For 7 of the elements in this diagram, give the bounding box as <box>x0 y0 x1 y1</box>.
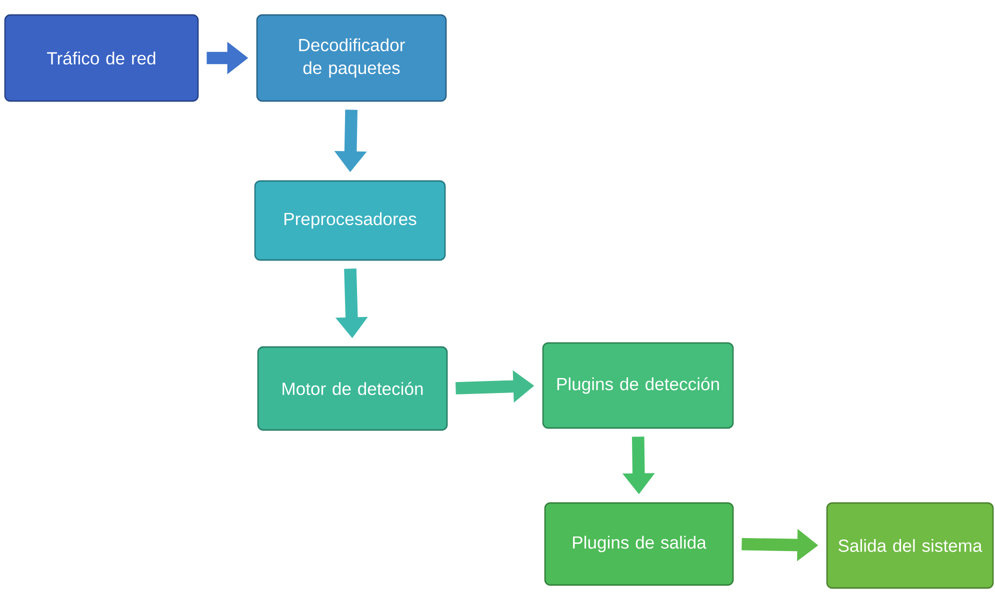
process-box: Decodificador de paquetes <box>256 14 447 102</box>
process-box: Preprocesadores <box>254 180 446 261</box>
process-box: Salida del sistema <box>826 502 994 589</box>
process-box: Plugins de detección <box>542 342 734 429</box>
process-box: Plugins de salida <box>544 502 734 586</box>
process-box: Tráfico de red <box>4 14 199 102</box>
process-box: Motor de deteción <box>257 346 448 431</box>
